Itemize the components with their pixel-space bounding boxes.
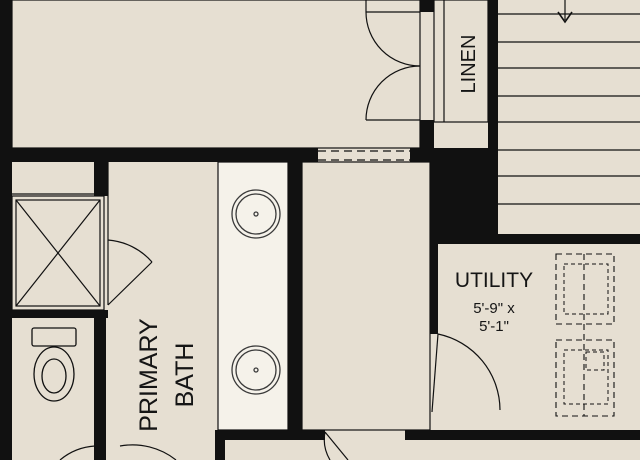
closet-double-door (365, 0, 421, 121)
stairs (498, 0, 640, 205)
shower (11, 193, 108, 311)
bottom-doors (59, 431, 349, 460)
utility-dim-line2: 5'-1" (479, 318, 509, 335)
upper-room-outline (11, 0, 421, 149)
linen-label: LINEN (458, 35, 480, 94)
utility-room: UTILITY 5'-9" x 5'-1" (455, 269, 533, 335)
shower-door (107, 239, 153, 306)
linen-closet: LINEN (433, 0, 489, 123)
sink-icon (231, 189, 281, 239)
primary-bath-line2: BATH (171, 343, 199, 408)
utility-door (431, 333, 501, 413)
washer-dryer-outline (555, 253, 615, 417)
stair-down-arrow-icon (557, 11, 573, 24)
utility-label: UTILITY (455, 269, 533, 292)
vanity-counter (217, 161, 289, 431)
toilet-icon (31, 327, 77, 402)
dashed-opening (318, 150, 410, 161)
primary-bath-label: PRIMARY BATH (135, 318, 199, 432)
primary-bath-line1: PRIMARY (135, 318, 163, 432)
sink-icon (231, 345, 281, 395)
washer-dryer-detail (563, 263, 609, 405)
hallway-outline (301, 161, 431, 431)
utility-dim-line1: 5'-9" x (473, 300, 515, 317)
